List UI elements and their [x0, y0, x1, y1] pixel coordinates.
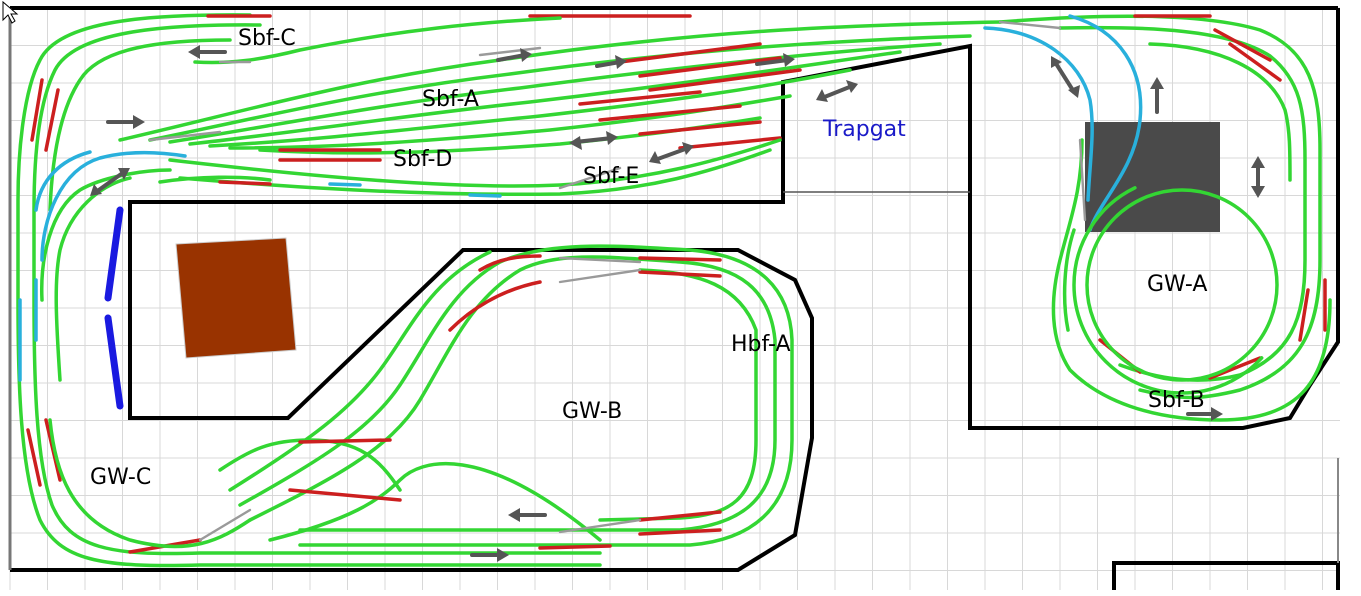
label-sbf-b: Sbf-B: [1148, 388, 1205, 413]
direction-arrow-icon: [1186, 407, 1223, 421]
direction-arrow-icon: [595, 55, 627, 69]
double-arrow-icon: [816, 80, 858, 102]
direction-arrow-icon: [106, 115, 145, 129]
label-gw-a: GW-A: [1147, 272, 1207, 297]
direction-arrow-icon: [496, 48, 532, 62]
tracks: [16, 13, 1332, 568]
building-grey: [1085, 122, 1220, 232]
label-trapgat: Trapgat: [822, 117, 906, 142]
building-brown: [175, 237, 297, 359]
label-gw-b: GW-B: [562, 399, 622, 424]
label-gw-c: GW-C: [90, 465, 151, 490]
double-arrow-icon: [1251, 156, 1265, 198]
label-sbf-e: Sbf-E: [583, 164, 639, 189]
label-sbf-d: Sbf-D: [393, 147, 452, 172]
double-arrow-icon: [569, 131, 618, 150]
direction-arrow-icon: [470, 548, 509, 562]
direction-arrows: [90, 45, 1265, 562]
direction-arrow-icon: [508, 508, 547, 522]
double-arrow-icon: [90, 168, 130, 196]
direction-arrow-icon: [755, 53, 795, 67]
direction-arrow-icon: [1150, 77, 1164, 114]
platform: [104, 206, 124, 410]
label-sbf-c: Sbf-C: [238, 26, 296, 51]
double-arrow-icon: [649, 142, 694, 164]
label-hbf-a: Hbf-A: [731, 332, 791, 357]
layout-frame: [8, 6, 1340, 590]
label-sbf-a: Sbf-A: [422, 87, 479, 112]
double-arrow-icon: [1051, 56, 1080, 98]
direction-arrow-icon: [188, 45, 227, 59]
cursor-icon: [2, 0, 19, 24]
